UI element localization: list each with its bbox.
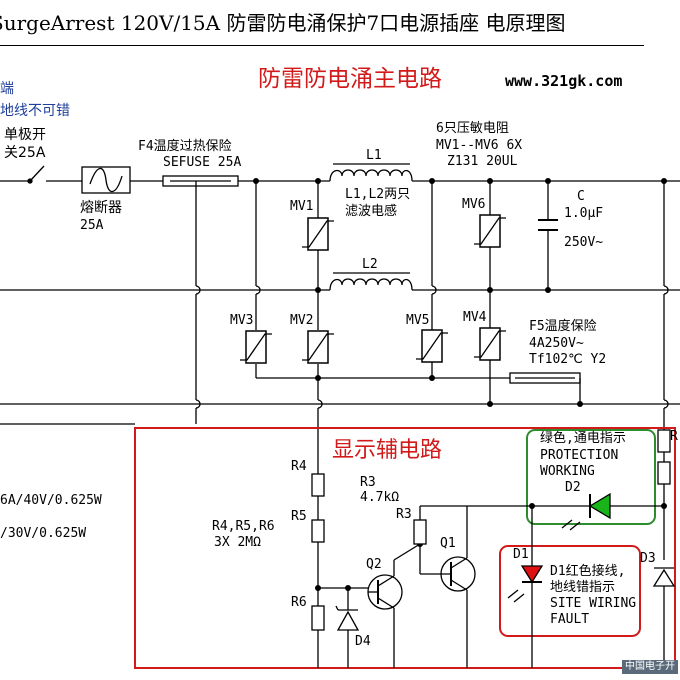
diagram-title: SurgeArrest 120V/15A 防雷防电涌保护7口电源插座 电原理图 <box>0 11 566 35</box>
mov-desc-line3: Z131 20UL <box>447 154 518 169</box>
switch-label-line2: 关25A <box>4 145 46 161</box>
fuse-name: 熔断器 <box>80 200 122 216</box>
resistor-r6 <box>311 605 325 631</box>
mv2-label: MV2 <box>290 313 314 328</box>
q1-label: Q1 <box>440 536 456 551</box>
mov-desc-line2: MV1--MV6 6X <box>436 138 523 153</box>
f5-label-line3: Tf102℃ Y2 <box>529 352 607 367</box>
r5-label: R5 <box>291 509 307 524</box>
varistor-mv3 <box>239 330 273 364</box>
right-resistor-label: R <box>670 429 678 444</box>
watermark: 中国电子开 <box>622 660 678 674</box>
resistor-right-lower <box>657 461 671 485</box>
d4-label: D4 <box>355 634 371 649</box>
varistor-mv1 <box>301 217 335 251</box>
resistor-right-upper <box>657 429 671 453</box>
d2-label: D2 <box>565 480 581 495</box>
varistor-mv2 <box>301 330 335 364</box>
left-note-line2: 地线不可错 <box>0 103 70 119</box>
red-note-line3: SITE WIRING <box>550 596 637 611</box>
green-note-line2: PROTECTION <box>540 448 619 463</box>
varistor-mv6 <box>473 214 507 248</box>
left-note-line1: 端 <box>0 81 14 97</box>
diode-d4 <box>335 588 360 668</box>
thermal-fuse-f5 <box>509 372 581 384</box>
mv6-label: MV6 <box>462 197 486 212</box>
red-note-line2: 地线错指示 <box>550 580 616 595</box>
resistor-group-line2: 3X 2MΩ <box>214 535 261 550</box>
resistor-r3 <box>413 519 427 545</box>
f5-label-line2: 4A250V~ <box>529 336 584 351</box>
mv5-label: MV5 <box>406 313 430 328</box>
fuse-rating: 25A <box>80 218 104 233</box>
left-spec-line1: 6A/40V/0.625W <box>0 493 102 508</box>
inductor-desc-line2: 滤波电感 <box>345 204 398 219</box>
main-switch <box>27 165 45 184</box>
d3-label: D3 <box>640 551 656 566</box>
f5-label-line1: F5温度保险 <box>529 319 597 334</box>
inductor-l1 <box>329 163 413 182</box>
r3-label: R3 <box>360 475 376 490</box>
red-indicator-box <box>499 545 641 637</box>
green-note-line1: 绿色,通电指示 <box>540 431 626 446</box>
led-d2-green <box>532 492 664 531</box>
red-note-line1: D1红色接线, <box>550 564 626 579</box>
varistor-mv4 <box>473 327 507 361</box>
thermal-fuse-f4 <box>162 175 239 187</box>
green-indicator-box <box>526 429 656 525</box>
q2-label: Q2 <box>366 557 382 572</box>
mv3-label: MV3 <box>230 313 254 328</box>
capacitor-name: C <box>577 189 585 204</box>
resistor-group-line1: R4,R5,R6 <box>212 519 275 534</box>
mv4-label: MV4 <box>463 310 487 325</box>
diode-d3 <box>652 567 676 668</box>
red-note-line4: FAULT <box>550 612 590 627</box>
inductor-l1-label: L1 <box>366 148 382 163</box>
title-underline <box>0 45 644 46</box>
resistor-r5 <box>311 519 325 543</box>
inductor-desc-line1: L1,L2两只 <box>345 187 411 202</box>
r6-label: R6 <box>291 595 307 610</box>
varistor-mv5 <box>415 329 449 363</box>
transistor-q2 <box>367 543 421 668</box>
fuse-symbol <box>81 166 131 194</box>
f4-label-line2: SEFUSE 25A <box>163 155 242 170</box>
r3-component-label: R3 <box>396 507 412 522</box>
mov-desc-line1: 6只压敏电阻 <box>436 121 509 136</box>
aux-circuit-box <box>134 427 676 669</box>
capacitor-voltage: 250V~ <box>564 235 604 250</box>
r4-label: R4 <box>291 459 307 474</box>
switch-label-line1: 单极开 <box>4 127 46 143</box>
aux-circuit-heading: 显示辅电路 <box>332 438 443 463</box>
main-circuit-heading: 防雷防电涌主电路 <box>258 66 442 92</box>
d1-label: D1 <box>513 547 529 562</box>
capacitor-value: 1.0μF <box>564 206 604 221</box>
r3-value: 4.7kΩ <box>360 490 400 505</box>
green-note-line3: WORKING <box>540 464 595 479</box>
mv1-label: MV1 <box>290 199 314 214</box>
led-d1-red <box>507 506 544 668</box>
f4-label-line1: F4温度过热保险 <box>138 139 232 154</box>
transistor-q1 <box>419 506 476 668</box>
resistor-r4 <box>311 473 325 497</box>
inductor-l2 <box>329 272 413 291</box>
inductor-l2-label: L2 <box>362 257 378 272</box>
website-url: www.321gk.com <box>505 72 623 90</box>
capacitor-c <box>538 219 558 231</box>
left-spec-line2: /30V/0.625W <box>0 526 87 541</box>
